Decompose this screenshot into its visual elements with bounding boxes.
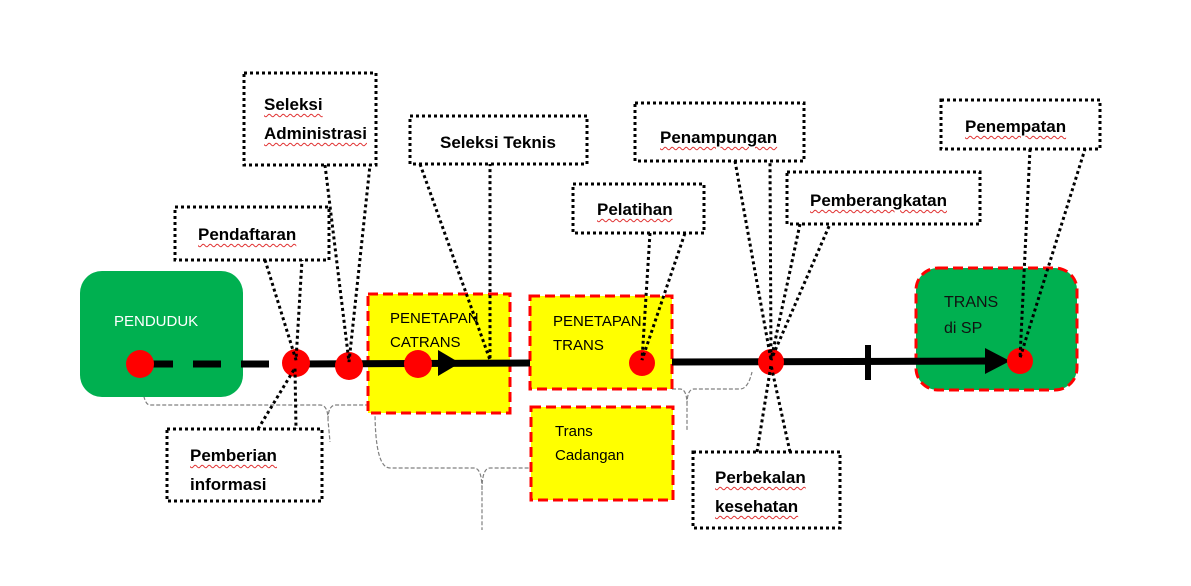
callout-penampungan xyxy=(633,101,806,163)
trans-cadangan-box xyxy=(529,405,675,502)
callout-pemberangkatan xyxy=(785,170,982,226)
pemberangkatan-label: Pemberangkatan xyxy=(810,191,947,210)
penempatan-label: Penempatan xyxy=(965,117,1067,136)
dot-pelatihan xyxy=(629,350,655,376)
callout-pendaftaran xyxy=(173,205,331,262)
callout-seleksi-administrasi xyxy=(242,71,378,167)
callout-seleksi-teknis xyxy=(408,114,589,166)
dot-catrans xyxy=(404,350,432,378)
callout-penempatan xyxy=(939,98,1102,151)
milestones xyxy=(126,348,1033,380)
brace-3 xyxy=(672,371,753,430)
penampungan-label: Penampungan xyxy=(660,128,778,147)
penduduk-box xyxy=(80,271,243,397)
dot-seleksi-administrasi xyxy=(335,352,363,380)
arrowhead-2 xyxy=(985,348,1010,374)
dot-penempatan xyxy=(1007,348,1033,374)
callout-pelatihan xyxy=(571,182,706,235)
callout-pointers xyxy=(256,148,1087,453)
callout-perbekalan-kesehatan xyxy=(691,450,842,530)
dot-penduduk xyxy=(126,350,154,378)
callout-pemberian-informasi xyxy=(165,427,324,503)
penduduk-label: PENDUDUK xyxy=(114,313,199,330)
dot-penampungan xyxy=(758,349,784,375)
seleksi-teknis-label: Seleksi Teknis xyxy=(440,133,556,152)
flow-line-2 xyxy=(671,357,991,366)
pendaftaran-label: Pendaftaran xyxy=(198,225,297,244)
arrowhead-1 xyxy=(438,350,460,376)
brace-2 xyxy=(374,409,530,530)
callout-boxes xyxy=(165,71,1102,530)
dot-pendaftaran xyxy=(282,349,310,377)
pelatihan-label: Pelatihan xyxy=(597,200,673,219)
